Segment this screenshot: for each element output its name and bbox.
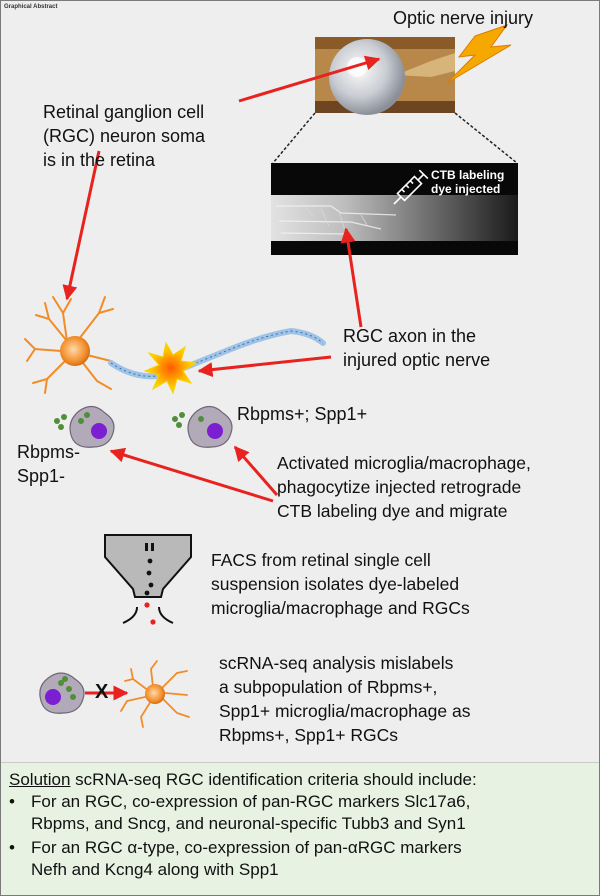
bullet-1-line-1: For an RGC, co-expression of pan-RGC mar…	[31, 792, 471, 811]
bullet-dot-2: •	[9, 838, 15, 857]
arrow-soma-to-eye	[238, 55, 381, 103]
rgc-neuron	[24, 296, 114, 394]
facs-nozzle-icon	[104, 534, 192, 625]
bullet-2-line-1: For an RGC α-type, co-expression of pan-…	[31, 838, 462, 857]
label-optic-nerve-injury: Optic nerve injury	[393, 8, 534, 28]
axon	[108, 327, 326, 380]
solution-heading-word: Solution	[9, 770, 71, 789]
bullet-1-line-2: Rbpms, and Sncg, and neuronal-specific T…	[31, 814, 466, 833]
arrows	[62, 55, 381, 701]
label-rgc-soma-1: Retinal ganglion cell	[43, 102, 205, 122]
bullet-dot-1: •	[9, 792, 15, 811]
label-rgc-soma-2: (RGC) neuron soma	[43, 126, 206, 146]
label-scrna-3: Spp1+ microglia/macrophage as	[219, 701, 471, 721]
lightning-icon	[446, 24, 512, 84]
label-microglia-2: phagocytize injected retrograde	[277, 477, 522, 497]
rgc-soma	[60, 336, 90, 366]
label-rgc-axon-1: RGC axon in the	[343, 326, 477, 346]
solution-heading-rest: scRNA-seq RGC identification criteria sh…	[70, 770, 477, 789]
arrow-microglia-to-right	[233, 445, 279, 496]
microglia-cell-right	[172, 405, 233, 448]
zoom-line-right	[454, 112, 518, 164]
solution-heading: Solution scRNA-seq RGC identification cr…	[9, 769, 477, 790]
x-mark: X	[95, 681, 109, 703]
arrow-axon-to-burst	[197, 355, 332, 378]
label-facs-1: FACS from retinal single cell	[211, 550, 431, 570]
mislabel-microglia	[39, 672, 85, 714]
label-facs-2: suspension isolates dye-labeled	[211, 574, 460, 594]
syringe-icon	[393, 169, 429, 205]
label-rbpms-negative-2: Spp1-	[17, 466, 66, 486]
label-ctb-dye-2: dye injected	[431, 182, 501, 196]
label-microglia-3: CTB labeling dye and migrate	[277, 501, 508, 521]
corner-label: Graphical Abstract	[4, 4, 58, 10]
label-rgc-soma-3: is in the retina	[43, 150, 156, 170]
arrow-microglia-to-left	[109, 447, 274, 503]
label-scrna-4: Rbpms+, Spp1+ RGCs	[219, 725, 398, 745]
label-rbpms-negative-1: Rbpms-	[17, 442, 81, 462]
label-ctb-dye-1: CTB labeling	[431, 168, 505, 182]
label-rgc-axon-2: injured optic nerve	[343, 350, 491, 370]
injury-burst	[143, 341, 198, 395]
eye-photo	[315, 37, 455, 115]
solution-panel: Solution scRNA-seq RGC identification cr…	[1, 762, 599, 895]
label-microglia-1: Activated microglia/macrophage,	[277, 453, 531, 473]
label-rbpms-positive: Rbpms+; Spp1+	[237, 404, 368, 424]
label-facs-3: microglia/macrophage and RGCs	[211, 598, 470, 618]
arrow-soma-to-neuron	[62, 150, 101, 301]
optic-nerve-micrograph	[271, 163, 518, 255]
label-scrna-1: scRNA-seq analysis mislabels	[219, 653, 454, 673]
arrow-axon-to-micrograph	[340, 227, 363, 328]
zoom-line-left	[272, 112, 316, 164]
microglia-cell-left	[54, 405, 115, 448]
mislabel-neuron	[120, 660, 190, 728]
bullet-2-line-2: Nefh and Kcng4 along with Spp1	[31, 860, 279, 879]
label-scrna-2: a subpopulation of Rbpms+,	[219, 677, 438, 697]
